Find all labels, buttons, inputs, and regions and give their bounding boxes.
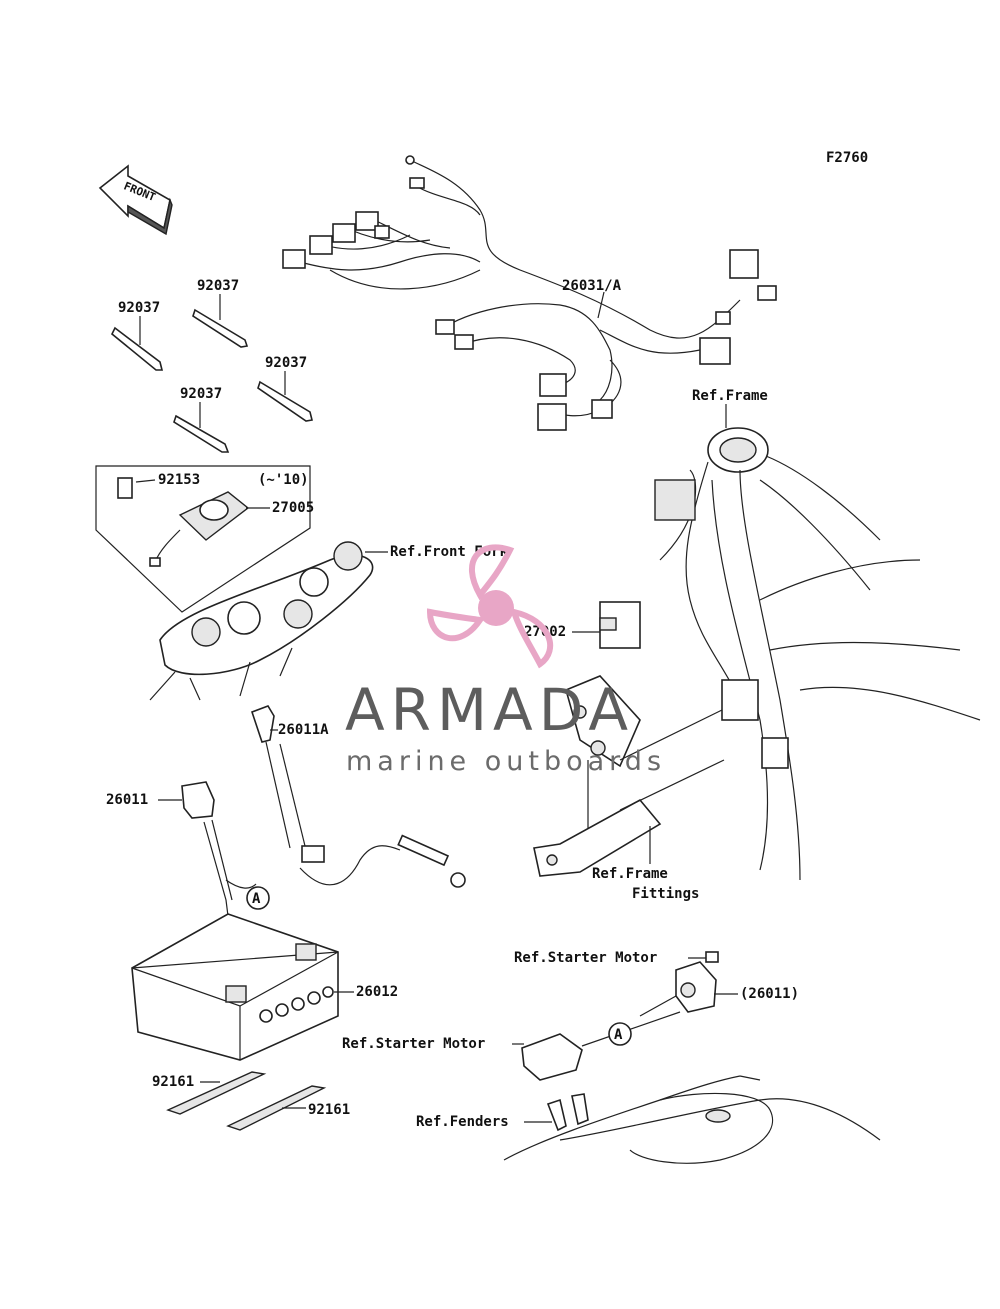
leader-harness <box>597 291 605 319</box>
label-band-3: 92037 <box>265 355 307 371</box>
battery-lead-26011a <box>250 705 466 888</box>
callout-a-2 <box>608 1022 632 1046</box>
callout-a-1 <box>246 886 270 910</box>
switch-inset-frame <box>95 465 311 613</box>
figure-id: F2760 <box>826 150 868 166</box>
label-lead-26011a: 26011A <box>278 722 329 738</box>
starter-relay <box>521 951 719 1081</box>
label-switch: 27005 <box>272 500 314 516</box>
label-frame-fittings-1: Ref.Frame <box>592 866 668 882</box>
label-lead-26011-paren: (26011) <box>740 986 799 1002</box>
callout-a-1-label: A <box>252 891 261 907</box>
label-band-1: 92037 <box>197 278 239 294</box>
callout-a-2-label: A <box>614 1027 623 1043</box>
label-harness: 26031/A <box>562 278 622 294</box>
front-arrow-icon: FRONT <box>98 164 173 236</box>
label-ref-frame: Ref.Frame <box>692 388 768 404</box>
relay-bracket <box>533 675 725 877</box>
label-bolt: 92153 <box>158 472 200 488</box>
band-group <box>110 308 313 453</box>
label-battery: 26012 <box>356 984 398 1000</box>
leader-bolt <box>135 479 156 483</box>
label-pad-2: 92161 <box>308 1102 350 1118</box>
label-starter-motor-1: Ref.Starter Motor <box>514 950 657 966</box>
battery-pads <box>166 1071 327 1131</box>
label-ref-fenders: Ref.Fenders <box>416 1114 509 1130</box>
label-year-note: (~'10) <box>258 472 309 488</box>
label-frame-fittings-2: Fittings <box>632 886 699 902</box>
ignition-switch <box>117 477 250 567</box>
label-band-2: 92037 <box>118 300 160 316</box>
watermark-tagline: marine outboards <box>346 746 666 777</box>
main-harness <box>282 155 777 431</box>
frame <box>654 427 981 881</box>
label-band-4: 92037 <box>180 386 222 402</box>
top-bridge <box>149 541 374 701</box>
watermark-brand: ARMADA <box>345 676 634 744</box>
relay <box>599 601 641 649</box>
label-pad-1: 92161 <box>152 1074 194 1090</box>
fenders <box>503 1075 881 1164</box>
label-lead-26011: 26011 <box>106 792 148 808</box>
armada-logo <box>426 544 554 669</box>
label-starter-motor-2: Ref.Starter Motor <box>342 1036 485 1052</box>
battery <box>131 913 339 1061</box>
